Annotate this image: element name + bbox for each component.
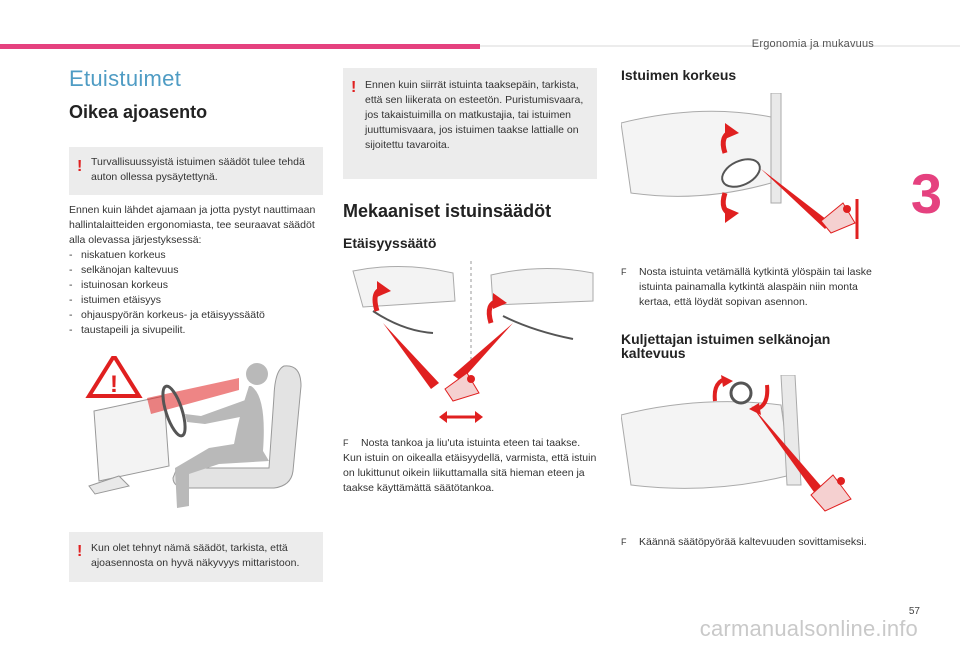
list-item: niskatuen korkeus: [69, 248, 323, 263]
running-header: Ergonomia ja mukavuus: [751, 38, 874, 50]
subsection-title-distance: Etäisyyssäätö: [343, 235, 437, 251]
list-item: ohjauspyörän korkeus- ja etäisyyssäätö: [69, 308, 323, 323]
page-title: Etuistuimet: [69, 66, 182, 91]
svg-text:!: !: [110, 371, 118, 398]
column-left: Etuistuimet Oikea ajoasento ! Turvallisu…: [69, 60, 323, 582]
top-accent-bar: [0, 44, 480, 49]
bullet-icon: F: [343, 437, 349, 448]
section-title-mechanical-adjustments: Mekaaniset istuinsäädöt: [343, 201, 552, 221]
list-item: istuinosan korkeus: [69, 278, 323, 293]
warning-text: Turvallisuussyistä istuimen säädöt tulee…: [91, 156, 305, 183]
warning-box: ! Turvallisuussyistä istuimen säädöt tul…: [69, 147, 323, 195]
instruction-bullet: F Nosta istuinta vetämällä kytkintä ylös…: [621, 265, 875, 310]
list-item: selkänojan kaltevuus: [69, 263, 323, 278]
section-title-backrest-angle: Kuljettajan istuimen selkänojan kaltevuu…: [621, 330, 831, 362]
driver-seated-icon: !: [85, 352, 302, 508]
warning-icon: !: [77, 543, 83, 560]
chapter-number: 3: [910, 162, 942, 225]
adjustment-list: niskatuen korkeus selkänojan kaltevuus i…: [69, 248, 323, 338]
distance-adjustment-illustration: [343, 260, 597, 426]
seat-distance-icon: [352, 260, 594, 423]
page-number: 57: [908, 606, 920, 617]
backrest-wheel-icon: [620, 374, 852, 512]
lock-check-paragraph: Kun istuin on oikealla etäisyydellä, var…: [343, 451, 597, 494]
warning-text: Kun olet tehnyt nämä säädöt, tarkista, e…: [91, 542, 300, 569]
instruction-bullet: F Käännä säätöpyörää kaltevuuden sovitta…: [621, 535, 875, 550]
warning-box: ! Ennen kuin siirrät istuinta taaksepäin…: [343, 68, 597, 179]
column-right: Istuimen korkeus F Nosta istuinta vetämä…: [620, 67, 875, 550]
backrest-angle-illustration: [620, 374, 875, 525]
warning-text: Ennen kuin siirrät istuinta taaksepäin, …: [365, 79, 584, 151]
intro-paragraph: Ennen kuin lähdet ajamaan ja jotta pysty…: [69, 204, 316, 246]
watermark: carmanualsonline.info: [699, 616, 918, 641]
instruction-bullet: F Nosta tankoa ja liu'uta istuinta eteen…: [343, 436, 597, 451]
list-item: istuimen etäisyys: [69, 293, 323, 308]
warning-box: ! Kun olet tehnyt nämä säädöt, tarkista,…: [69, 532, 323, 582]
warning-icon: !: [77, 158, 83, 175]
seat-height-illustration: [620, 92, 875, 243]
bullet-icon: F: [621, 266, 627, 277]
instruction-text: Käännä säätöpyörää kaltevuuden sovittami…: [639, 536, 867, 549]
bullet-icon: F: [621, 537, 627, 548]
top-rule: [480, 45, 960, 47]
section-title-driving-position: Oikea ajoasento: [69, 102, 208, 122]
seat-height-icon: [620, 92, 859, 239]
column-middle: ! Ennen kuin siirrät istuinta taaksepäin…: [343, 68, 597, 496]
warning-icon: !: [351, 79, 357, 96]
instruction-text: Nosta tankoa ja liu'uta istuinta eteen t…: [361, 436, 581, 449]
list-item: taustapeili ja sivupeilit.: [69, 323, 323, 338]
section-title-seat-height: Istuimen korkeus: [621, 67, 737, 83]
driving-position-illustration: !: [69, 352, 323, 516]
instruction-text: Nosta istuinta vetämällä kytkintä ylöspä…: [639, 265, 872, 308]
